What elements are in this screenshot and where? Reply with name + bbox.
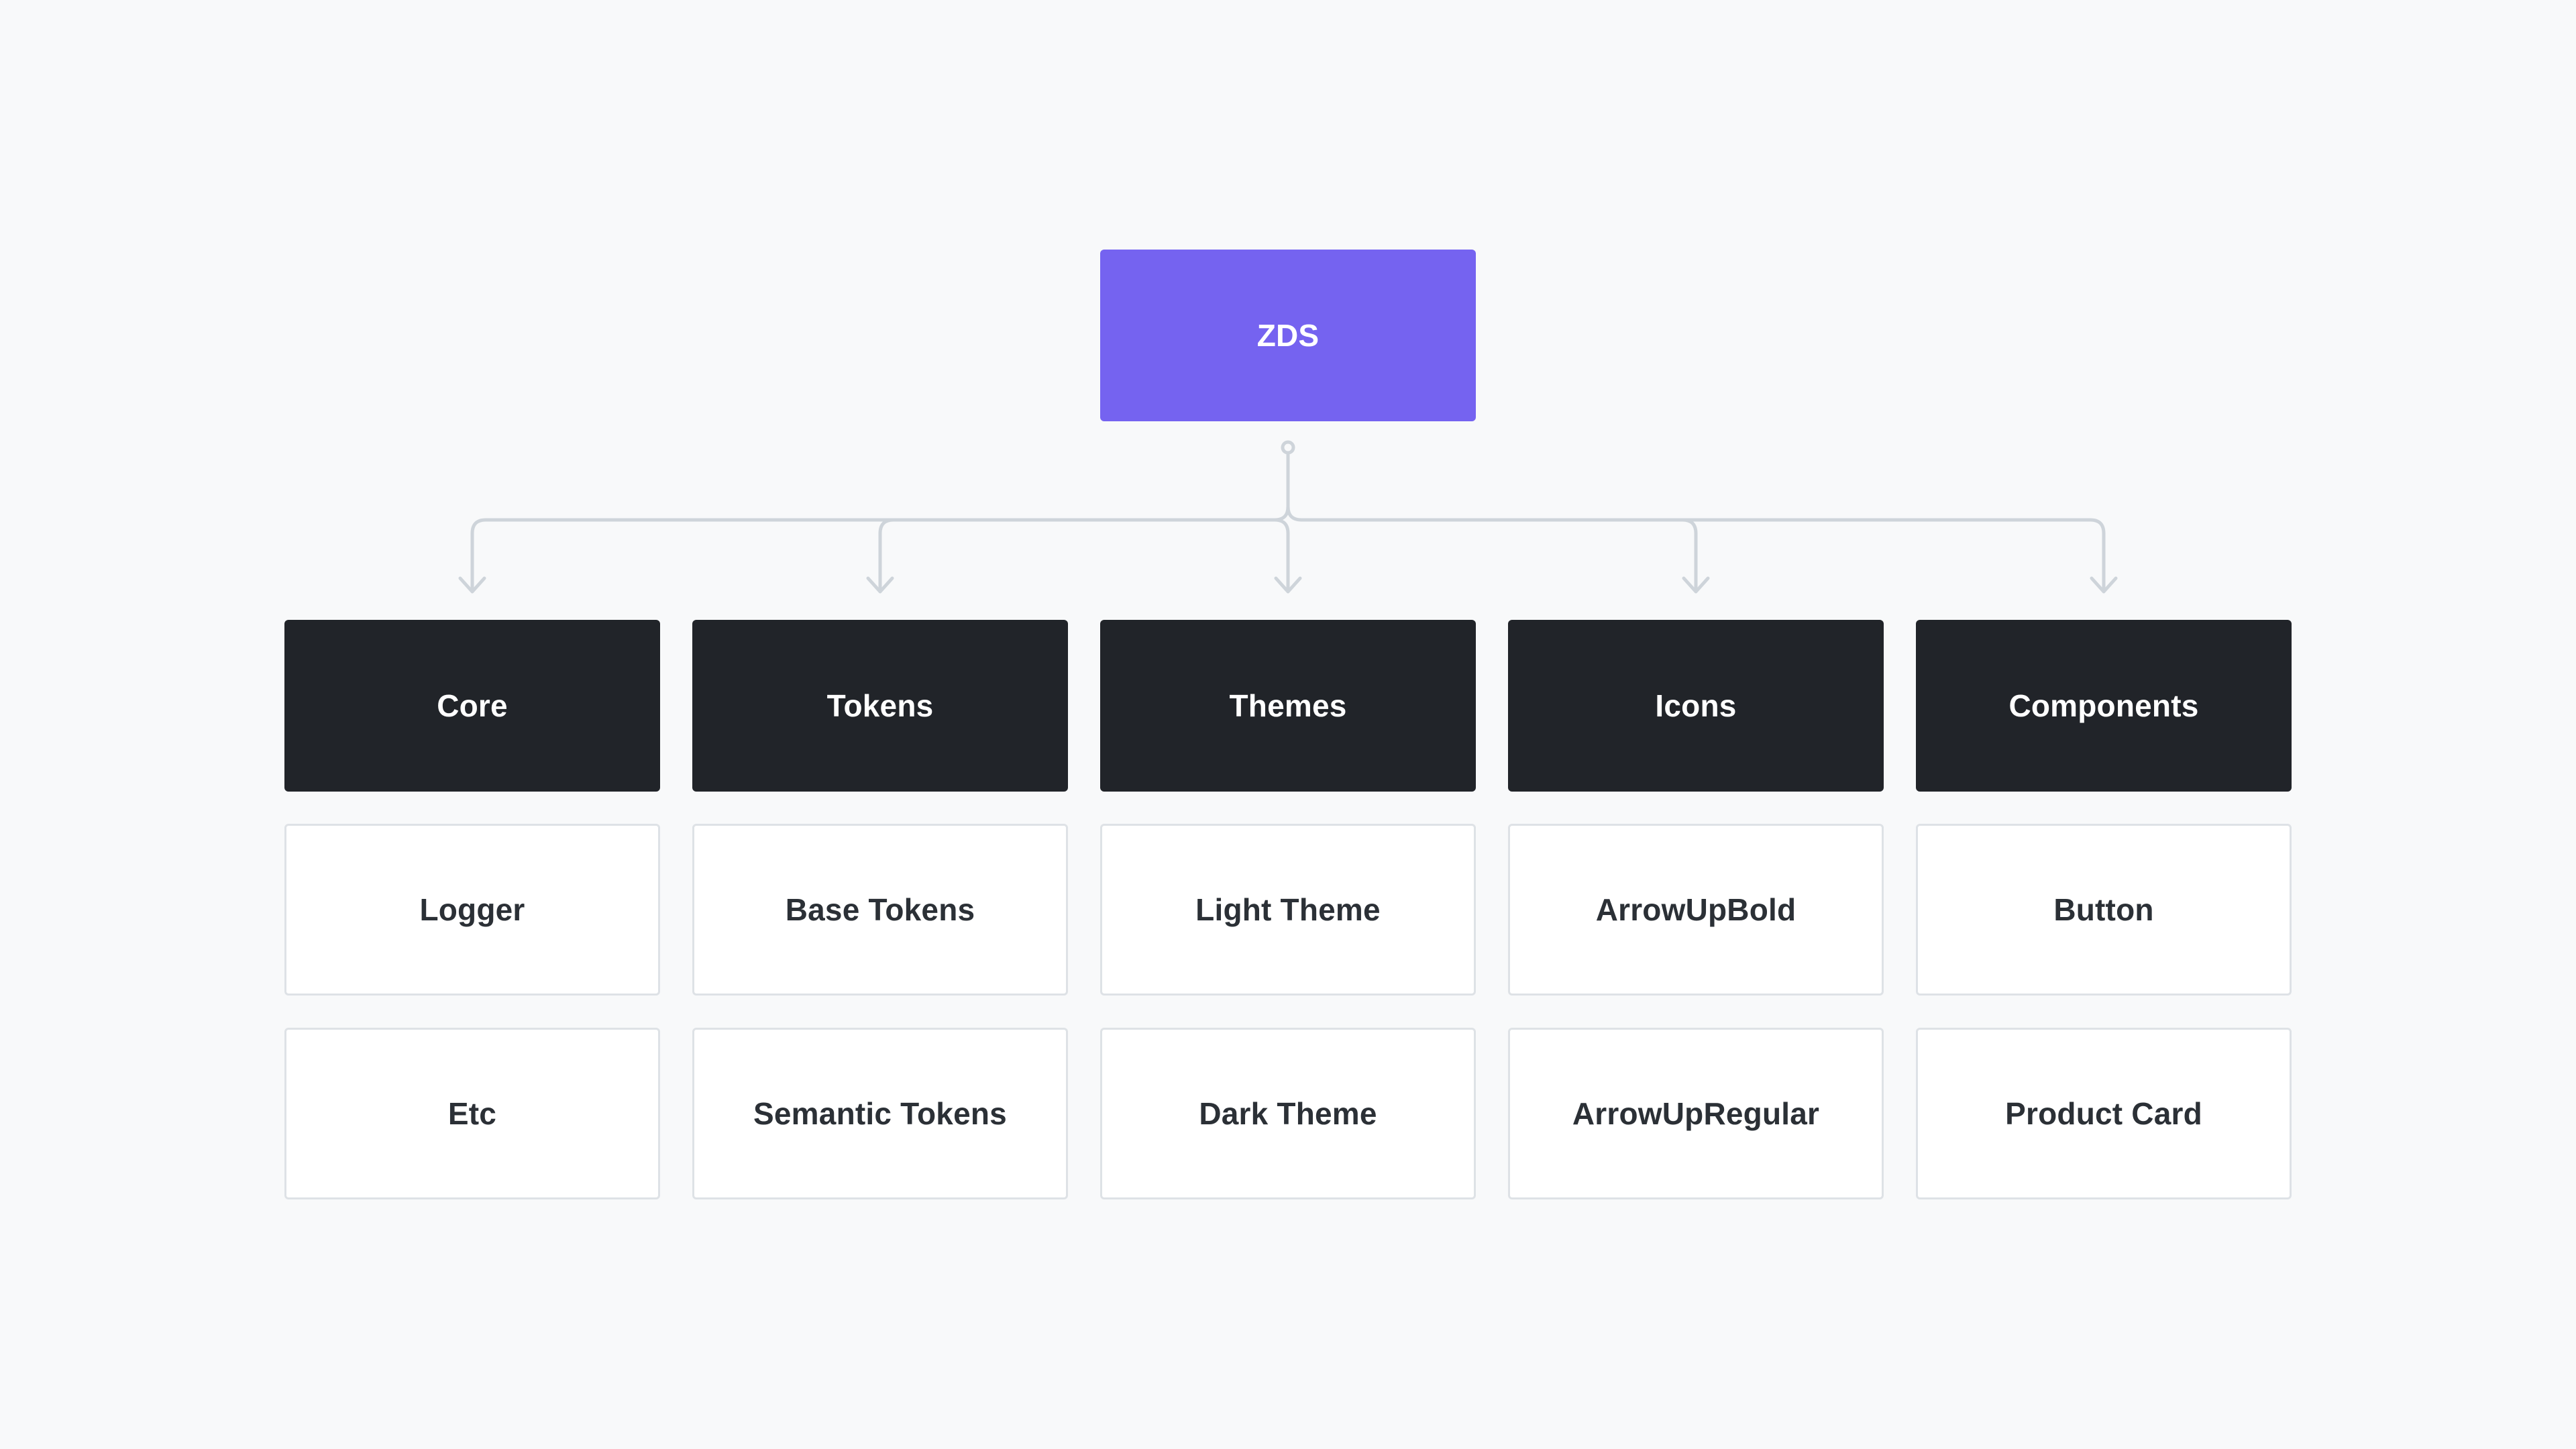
arrowhead-tokens xyxy=(866,576,894,594)
category-components: Components xyxy=(1916,620,2292,792)
item-label: Light Theme xyxy=(1195,892,1381,927)
arrowhead-core xyxy=(458,576,486,594)
arrowhead-components xyxy=(2090,576,2118,594)
connector-core xyxy=(470,518,1277,592)
item-label: Logger xyxy=(419,892,525,927)
connector-themes xyxy=(1273,518,1290,592)
item-label: Etc xyxy=(447,1096,497,1131)
item-arrow-up-regular: ArrowUpRegular xyxy=(1508,1028,1884,1199)
item-label: Base Tokens xyxy=(785,892,975,927)
connector-tokens xyxy=(878,518,896,592)
root-anchor xyxy=(1281,440,1295,455)
item-label: Product Card xyxy=(2005,1096,2202,1131)
connector-trunk xyxy=(1273,451,1290,522)
root-node-label: ZDS xyxy=(1256,318,1320,353)
item-semantic-tokens: Semantic Tokens xyxy=(692,1028,1068,1199)
item-dark-theme: Dark Theme xyxy=(1100,1028,1476,1199)
category-label: Components xyxy=(2008,688,2199,723)
item-logger: Logger xyxy=(284,824,660,996)
connector-icons xyxy=(1680,518,1698,592)
arrowhead-themes xyxy=(1274,576,1302,594)
item-button: Button xyxy=(1916,824,2292,996)
item-label: Semantic Tokens xyxy=(753,1096,1007,1131)
category-label: Themes xyxy=(1229,688,1347,723)
item-label: ArrowUpBold xyxy=(1595,892,1796,927)
root-node-zds: ZDS xyxy=(1100,250,1476,421)
connector-right-join xyxy=(1286,504,1303,522)
item-label: Button xyxy=(2053,892,2154,927)
item-base-tokens: Base Tokens xyxy=(692,824,1068,996)
category-icons: Icons xyxy=(1508,620,1884,792)
item-label: Dark Theme xyxy=(1199,1096,1377,1131)
category-themes: Themes xyxy=(1100,620,1476,792)
arrowhead-icons xyxy=(1682,576,1710,594)
category-tokens: Tokens xyxy=(692,620,1068,792)
item-label: ArrowUpRegular xyxy=(1572,1096,1820,1131)
item-etc: Etc xyxy=(284,1028,660,1199)
item-arrow-up-bold: ArrowUpBold xyxy=(1508,824,1884,996)
category-label: Tokens xyxy=(826,688,934,723)
item-product-card: Product Card xyxy=(1916,1028,2292,1199)
category-core: Core xyxy=(284,620,660,792)
category-label: Icons xyxy=(1655,688,1737,723)
item-light-theme: Light Theme xyxy=(1100,824,1476,996)
category-label: Core xyxy=(437,688,508,723)
connector-right-rail xyxy=(1299,518,2106,592)
